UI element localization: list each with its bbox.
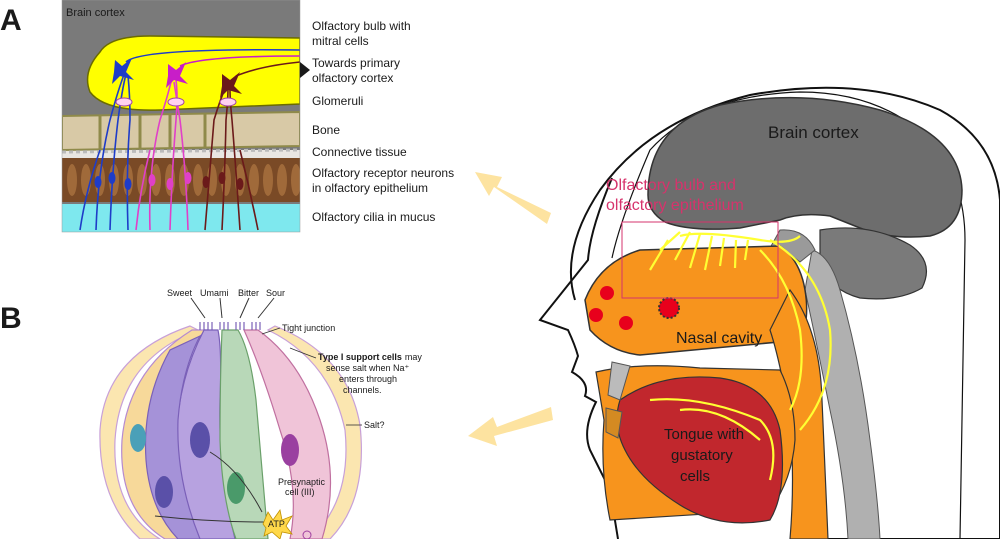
- salt-label: Salt?: [364, 420, 385, 430]
- nucleus-support-left: [130, 424, 146, 452]
- face-profile: [538, 177, 619, 539]
- label-bulb-2: mitral cells: [312, 34, 369, 48]
- head-outline: [569, 86, 1000, 539]
- atp-label: ATP: [268, 519, 285, 529]
- nucleus-violet-1: [190, 422, 210, 458]
- microvilli: [199, 322, 261, 330]
- taste-sweet: Sweet: [167, 288, 193, 298]
- tongue-label-1: Tongue with: [664, 426, 744, 443]
- signal-arrow-2: [154, 515, 265, 523]
- nucleus-presynaptic: [281, 434, 299, 466]
- support-cells-label-line3: enters through: [339, 374, 397, 384]
- head-olfactory-label-2: olfactory epithelium: [606, 197, 744, 214]
- presynaptic-label-2: cell (III): [285, 487, 315, 497]
- vesicle-icon: [302, 530, 312, 539]
- signal-arrow: [209, 451, 263, 513]
- olfactory-nerves: [649, 231, 832, 481]
- virus-particle-icon: [658, 297, 680, 319]
- label-towards-2: olfactory cortex: [312, 71, 393, 85]
- head-brain-cortex-label: Brain cortex: [768, 123, 859, 142]
- mucus-layer: [62, 204, 300, 232]
- label-receptor-1: Olfactory receptor neurons: [312, 166, 454, 180]
- arrow-to-panel-b: [468, 407, 553, 446]
- cerebellum: [819, 227, 928, 300]
- panel-b-leader-lines: [261, 327, 362, 426]
- olfactory-inset: Brain cortex: [62, 0, 300, 232]
- taste-bitter: Bitter: [238, 288, 259, 298]
- nucleus-green: [227, 472, 245, 504]
- label-connective: Connective tissue: [312, 145, 407, 159]
- label-cilia: Olfactory cilia in mucus: [312, 210, 435, 224]
- head-olfactory-label-1: Olfactory bulb and: [606, 177, 736, 194]
- odorant-spot-1: [600, 286, 614, 300]
- tongue-label-2: gustatory: [671, 447, 733, 464]
- panel-b-letter: B: [0, 302, 22, 335]
- taste-umami: Umami: [200, 288, 229, 298]
- brain-cortex: [647, 96, 963, 238]
- atp-burst-icon: [262, 509, 293, 539]
- label-receptor-2: in olfactory epithelium: [312, 181, 428, 195]
- nasal-cavity-label: Nasal cavity: [676, 330, 762, 347]
- support-cell-right: [266, 325, 362, 539]
- head-diagram: [538, 86, 1000, 539]
- pharynx: [769, 288, 829, 539]
- upper-teeth: [607, 361, 631, 401]
- label-bulb-1: Olfactory bulb with: [312, 19, 411, 33]
- taste-sour: Sour: [266, 288, 285, 298]
- olfactory-highlight-box: [621, 221, 779, 299]
- odorant-spot-3: [619, 316, 633, 330]
- panel-a-letter: A: [0, 4, 22, 37]
- label-glomeruli: Glomeruli: [312, 94, 363, 108]
- tight-junction-label: Tight junction: [282, 323, 335, 333]
- taste-arrows: [190, 297, 275, 319]
- inset-brain-cortex-label: Brain cortex: [66, 7, 125, 19]
- panel-a-labels: Olfactory bulb with mitral cells Towards…: [312, 19, 454, 224]
- bone-openings: [98, 114, 207, 150]
- brainstem: [804, 249, 881, 539]
- support-cells-label-line2: sense salt when Na⁺: [326, 363, 410, 373]
- arrow-to-panel-a: [475, 172, 551, 224]
- towards-cortex-arrowhead-icon: [300, 62, 310, 78]
- glomeruli: [115, 97, 237, 107]
- tongue-label-3: cells: [680, 468, 710, 485]
- olfactory-bulb: [86, 35, 300, 111]
- nasal-cavity: [584, 245, 808, 356]
- label-towards-1: Towards primary: [312, 56, 400, 70]
- inset-border: [61, 0, 301, 233]
- lower-lip: [605, 407, 623, 439]
- presynaptic-label-1: Presynaptic: [278, 477, 326, 487]
- mitral-axons: [125, 48, 300, 77]
- receptor-neuron-bodies: [94, 172, 244, 190]
- support-cells-bold: Type I support cells: [318, 352, 402, 362]
- label-bone: Bone: [312, 123, 340, 137]
- mitral-cells: [112, 58, 242, 98]
- nucleus-violet-2: [155, 476, 173, 508]
- taste-bud: [99, 297, 362, 539]
- odorant-spot-2: [589, 308, 603, 322]
- connective-tissue: [62, 148, 300, 154]
- support-cells-label-line4: channels.: [343, 385, 382, 395]
- support-cells-rest: may: [405, 352, 423, 362]
- panel-b-labels: Sweet Umami Bitter Sour Tight junction T…: [167, 288, 422, 529]
